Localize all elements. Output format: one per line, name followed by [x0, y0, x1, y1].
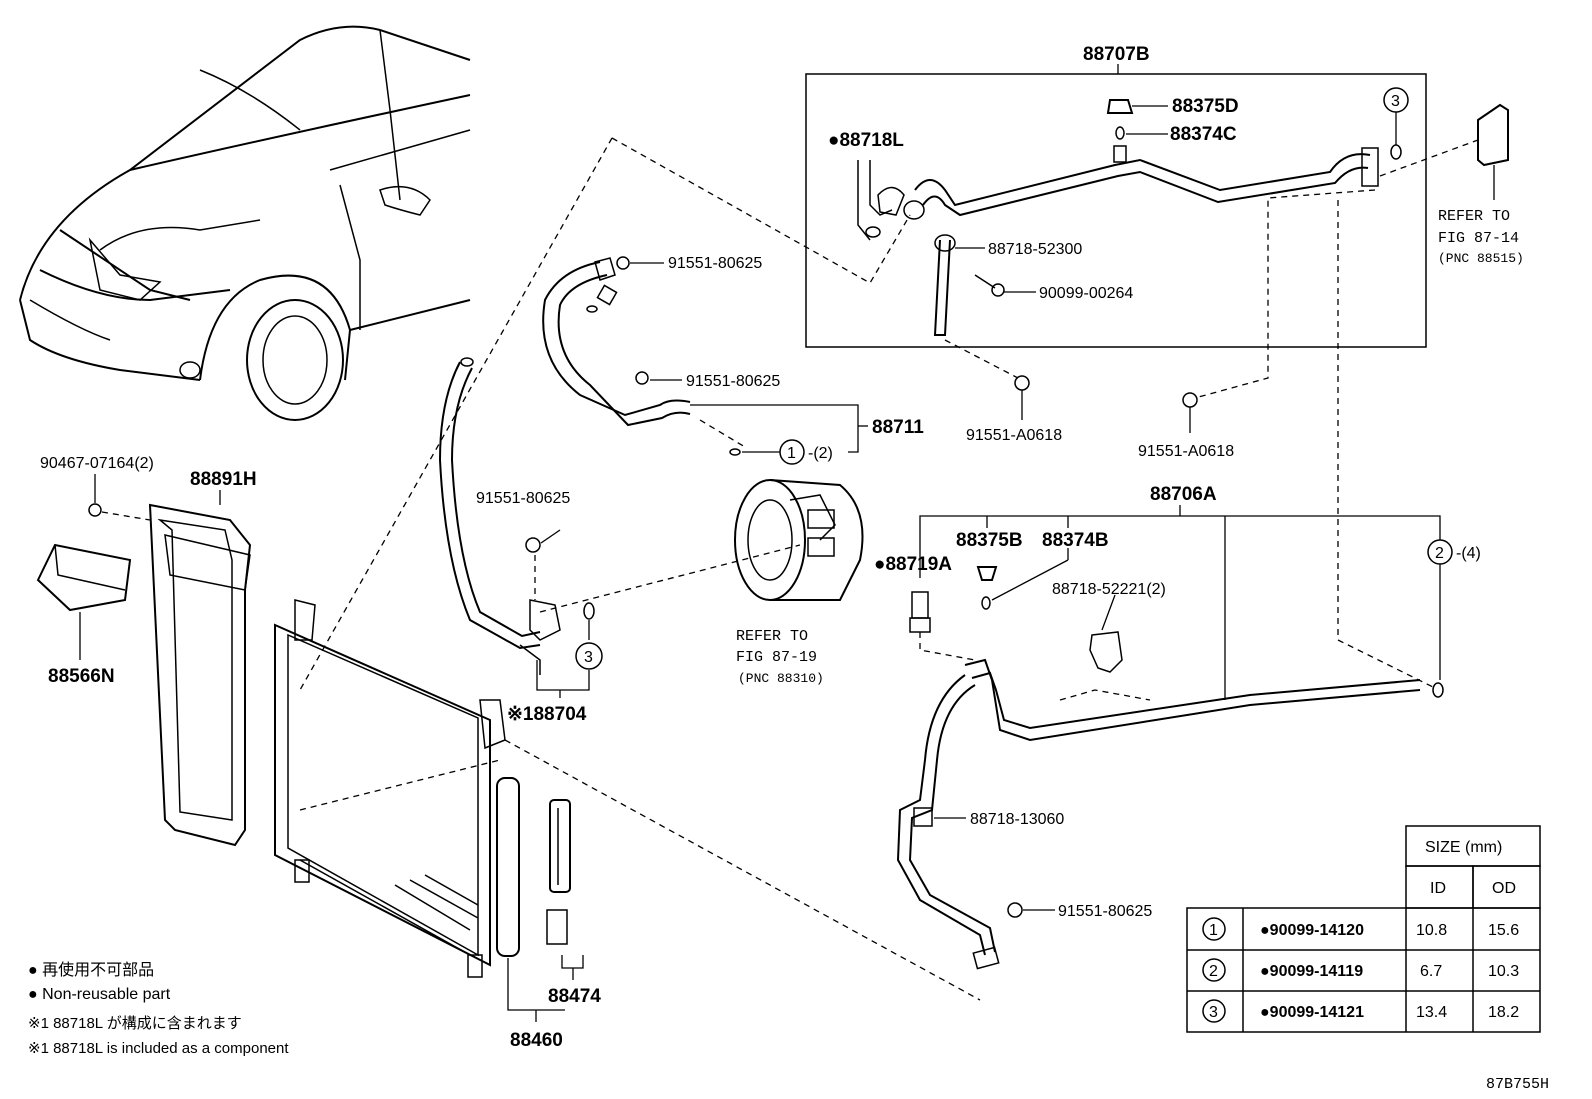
table-row: 2 ●90099-14119 6.7 10.3	[1202, 958, 1519, 982]
size-table-col-od: OD	[1492, 880, 1516, 897]
size-table: SIZE (mm) ID OD 1 ●90099-14120 10.8 15.6…	[1186, 825, 1541, 1033]
vehicle-illustration	[19, 25, 471, 421]
label-88711[interactable]: 88711	[872, 417, 924, 438]
row-num: 2	[1209, 963, 1218, 980]
legend: ● 再使用不可部品 ● Non-reusable part ※1 88718L …	[28, 961, 289, 1057]
label-88718L[interactable]: ●88718L	[828, 130, 904, 151]
bolt-91551-A0618-left: 91551-A0618	[944, 339, 1062, 444]
expansion-valve-ref: REFER TO FIG 87-14 (PNC 88515)	[1379, 103, 1524, 266]
row-num: 1	[1209, 922, 1218, 939]
hose-88711: 91551-80625 91551-80625 88711 1 -(2)	[542, 255, 924, 465]
row-od: 15.6	[1488, 922, 1519, 939]
refer-87-19-line2[interactable]: FIG 87-19	[736, 649, 817, 666]
label-88718-52221[interactable]: 88718-52221(2)	[1052, 581, 1166, 598]
size-table-col-id: ID	[1430, 880, 1446, 897]
label-circle2-qty: -(4)	[1456, 545, 1481, 562]
label-88704[interactable]: ※188704	[507, 704, 587, 725]
label-91551-80625-a[interactable]: 91551-80625	[668, 255, 762, 272]
label-91551-A0618-b[interactable]: 91551-A0618	[1138, 443, 1234, 460]
label-91551-A0618-a[interactable]: 91551-A0618	[966, 427, 1062, 444]
row-num: 3	[1209, 1004, 1218, 1021]
label-90099-00264[interactable]: 90099-00264	[1039, 285, 1133, 302]
label-91551-80625-d[interactable]: 91551-80625	[1058, 903, 1152, 920]
table-row: 3 ●90099-14121 13.4 18.2	[1202, 999, 1519, 1023]
refer-87-14-line2[interactable]: FIG 87-14	[1438, 230, 1519, 247]
callout-3-hose: 3	[584, 649, 593, 666]
label-88375D[interactable]: 88375D	[1172, 96, 1239, 117]
label-88460[interactable]: 88460	[510, 1030, 563, 1051]
legend-line4: ※1 88718L is included as a component	[28, 1040, 289, 1057]
compressor-ref: REFER TO FIG 87-19 (PNC 88310)	[539, 479, 864, 686]
label-88375B[interactable]: 88375B	[956, 530, 1023, 551]
label-88718-52300[interactable]: 88718-52300	[988, 241, 1082, 258]
label-88706A[interactable]: 88706A	[1150, 484, 1217, 505]
label-91551-80625-c[interactable]: 91551-80625	[476, 490, 570, 507]
row-od: 18.2	[1488, 1004, 1519, 1021]
diagram-id: 87B755H	[1486, 1076, 1549, 1093]
row-id: 10.8	[1416, 922, 1447, 939]
refer-87-19-line3: (PNC 88310)	[738, 671, 824, 686]
label-88566N[interactable]: 88566N	[48, 666, 115, 687]
row-id: 13.4	[1416, 1004, 1447, 1021]
label-88711-qty: -(2)	[808, 445, 833, 462]
guide-dash-left	[299, 137, 613, 691]
group-88706A: 88706A 88375B 88374B ●88719A 2 -(4) 8871…	[874, 200, 1481, 970]
label-88707B[interactable]: 88707B	[1083, 44, 1150, 65]
row-id: 6.7	[1420, 963, 1442, 980]
label-88374B[interactable]: 88374B	[1042, 530, 1109, 551]
bracket-88891H: 88891H 90467-07164(2)	[40, 455, 257, 847]
hose-88704: 91551-80625 3 ※188704	[438, 357, 603, 725]
condenser-88460: 88460	[274, 599, 981, 1051]
callout-2-tube: 2	[1435, 545, 1444, 562]
row-part[interactable]: ●90099-14119	[1260, 963, 1363, 980]
refer-87-19-line1[interactable]: REFER TO	[736, 628, 808, 645]
row-od: 10.3	[1488, 963, 1519, 980]
label-90467-07164[interactable]: 90467-07164(2)	[40, 455, 154, 472]
label-91551-80625-b[interactable]: 91551-80625	[686, 373, 780, 390]
callout-1-hose: 1	[787, 445, 796, 462]
callout-3-top: 3	[1391, 93, 1400, 110]
legend-line3: ※1 88718L が構成に含まれます	[28, 1015, 242, 1032]
row-part[interactable]: ●90099-14121	[1260, 1004, 1364, 1021]
legend-line2: ● Non-reusable part	[28, 986, 171, 1003]
label-88891H[interactable]: 88891H	[190, 469, 257, 490]
size-table-header: SIZE (mm)	[1425, 839, 1502, 856]
refer-87-14-line1[interactable]: REFER TO	[1438, 208, 1510, 225]
bolt-91551-A0618-right: 91551-A0618	[1138, 189, 1376, 460]
label-88374C[interactable]: 88374C	[1170, 124, 1237, 145]
row-part[interactable]: ●90099-14120	[1260, 922, 1364, 939]
group-88707B: 88707B 88375D 88374C ●88718L 88718-52300…	[805, 44, 1427, 348]
refer-87-14-line3: (PNC 88515)	[1438, 251, 1524, 266]
table-row: 1 ●90099-14120 10.8 15.6	[1202, 917, 1519, 941]
legend-line1: ● 再使用不可部品	[28, 961, 154, 979]
label-88718-13060[interactable]: 88718-13060	[970, 811, 1064, 828]
duct-88566N: 88566N	[36, 543, 132, 687]
label-88474[interactable]: 88474	[548, 986, 601, 1007]
label-88719A[interactable]: ●88719A	[874, 554, 952, 575]
receiver-88474: 88474	[546, 799, 601, 1007]
